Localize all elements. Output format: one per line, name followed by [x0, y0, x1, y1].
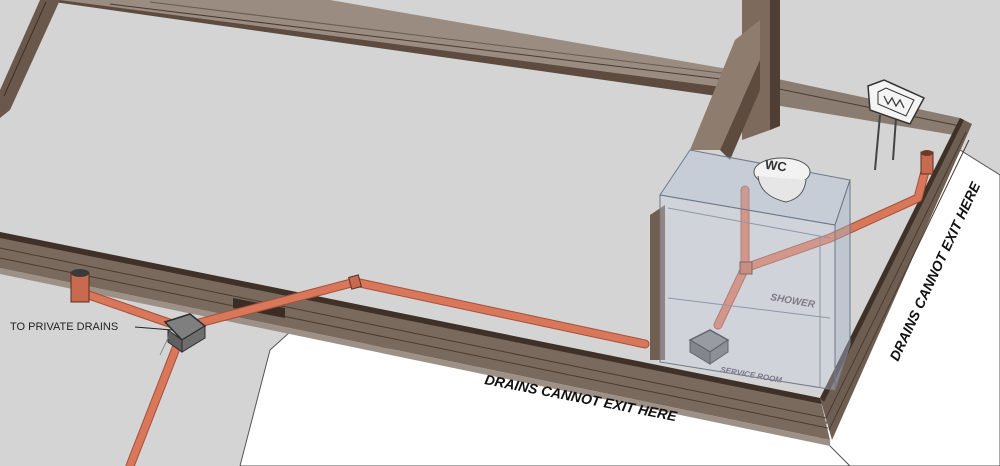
right-foundation-wall: [820, 118, 972, 440]
warning-sign: [867, 79, 926, 171]
private-drains-label: TO PRIVATE DRAINS: [10, 321, 118, 333]
service-room-enclosure: [659, 149, 851, 391]
pipe-fittings: [70, 150, 934, 303]
back-foundation-wall: [40, 0, 961, 136]
timber-framing: [233, 0, 780, 360]
private-drains-leader-line: [134, 326, 173, 331]
branch-pipe-left: [76, 288, 182, 330]
wc-toilet: WC: [753, 157, 811, 203]
front-foundation-wall: [0, 232, 830, 446]
left-foundation-wall: [0, 0, 60, 118]
sign-symbol-icon: [883, 95, 905, 109]
vent-pipe: [741, 156, 932, 272]
private-drain-pipe: [126, 334, 184, 466]
wc-label: WC: [764, 157, 788, 175]
inspection-chamber-service-room: [688, 329, 730, 365]
inspection-chamber-left: [163, 313, 207, 353]
